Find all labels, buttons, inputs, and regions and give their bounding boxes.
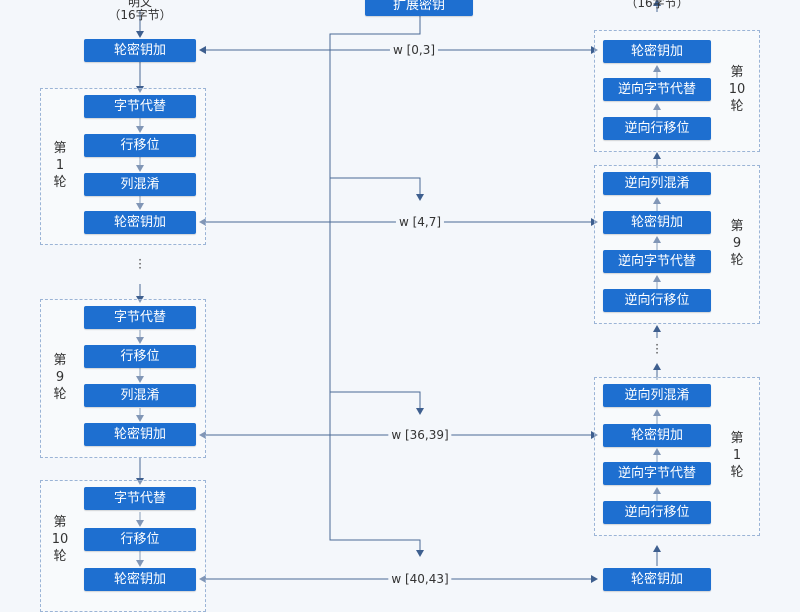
right-round1-step: 轮密钥加 bbox=[603, 424, 711, 447]
left-initial-add-round-key: 轮密钥加 bbox=[84, 39, 196, 62]
left-round10-step: 轮密钥加 bbox=[84, 568, 196, 591]
left-round1-label: 第 1 轮 bbox=[53, 141, 67, 190]
right-round9-step: 轮密钥加 bbox=[603, 211, 711, 234]
key-label: w [4,7] bbox=[395, 215, 445, 229]
left-round1-step: 列混淆 bbox=[84, 173, 196, 196]
right-round9-step: 逆向行移位 bbox=[603, 289, 711, 312]
right-round10-step: 逆向字节代替 bbox=[603, 78, 711, 101]
key-label: w [36,39] bbox=[388, 428, 452, 442]
right-round9-step: 逆向列混淆 bbox=[603, 172, 711, 195]
left-round1-step: 字节代替 bbox=[84, 95, 196, 118]
key-label: w [0,3] bbox=[389, 43, 439, 57]
ciphertext-size-label: （16字节） bbox=[625, 0, 689, 10]
right-round10-step: 逆向行移位 bbox=[603, 117, 711, 140]
right-final-add-round-key: 轮密钥加 bbox=[603, 568, 711, 591]
expand-key-box: 扩展密钥 bbox=[365, 0, 473, 16]
left-round1-step: 行移位 bbox=[84, 134, 196, 157]
left-round9-step: 行移位 bbox=[84, 345, 196, 368]
right-round10-label: 第 10 轮 bbox=[728, 65, 746, 114]
right-round1-step: 逆向行移位 bbox=[603, 501, 711, 524]
left-round1-step: 轮密钥加 bbox=[84, 211, 196, 234]
right-ellipsis: ··· bbox=[655, 338, 659, 360]
left-round9-label: 第 9 轮 bbox=[53, 353, 67, 402]
right-round10-step: 轮密钥加 bbox=[603, 40, 711, 63]
left-round10-label: 第 10 轮 bbox=[51, 515, 69, 564]
right-round9-step: 逆向字节代替 bbox=[603, 250, 711, 273]
left-round9-step: 字节代替 bbox=[84, 306, 196, 329]
right-round9-label: 第 9 轮 bbox=[730, 219, 744, 268]
left-round10-step: 行移位 bbox=[84, 528, 196, 551]
plaintext-size-label: （16字节） bbox=[108, 8, 172, 22]
right-round1-step: 逆向列混淆 bbox=[603, 384, 711, 407]
left-ellipsis: ··· bbox=[138, 253, 142, 275]
right-round1-step: 逆向字节代替 bbox=[603, 462, 711, 485]
left-round10-step: 字节代替 bbox=[84, 487, 196, 510]
right-round1-label: 第 1 轮 bbox=[730, 431, 744, 480]
plaintext-label: 明文 bbox=[127, 0, 152, 9]
left-round9-step: 轮密钥加 bbox=[84, 423, 196, 446]
key-label: w [40,43] bbox=[388, 572, 452, 586]
left-round9-step: 列混淆 bbox=[84, 384, 196, 407]
